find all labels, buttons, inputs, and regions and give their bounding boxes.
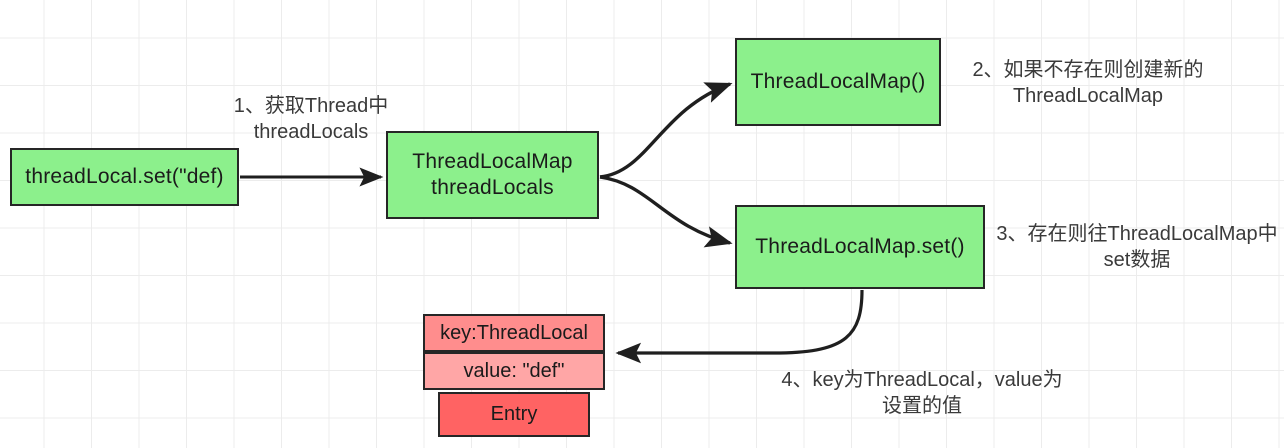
note-step-1: 1、获取Thread中 threadLocals [233,95,389,143]
note-step-2: 2、如果不存在则创建新的 ThreadLocalMap [972,59,1204,107]
node-threadlocals-line1: ThreadLocalMap [412,149,573,173]
node-map-set-label: ThreadLocalMap.set() [755,234,965,258]
note-step-3: 3、存在则往ThreadLocalMap中 set数据 [996,223,1278,271]
node-threadlocals-line2: threadLocals [431,176,554,199]
entry-key-cell[interactable]: key:ThreadLocal [423,314,605,352]
entry-value-label: value: "def" [463,359,565,382]
node-threadlocalmap-set[interactable]: ThreadLocalMap.set() [735,205,985,289]
entry-label: Entry [490,403,538,425]
node-map-ctor-label: ThreadLocalMap() [750,69,926,93]
edge-threadlocals-to-map-set [599,175,733,248]
note-step-4: 4、key为ThreadLocal，value为 设置的值 [781,369,1063,417]
entry-label-cell[interactable]: Entry [438,392,590,437]
entry-value-cell[interactable]: value: "def" [423,352,605,390]
edge-map-set-to-entry [615,289,864,364]
entry-key-label: key:ThreadLocal [440,321,588,344]
edge-threadlocals-to-map-ctor [599,82,733,179]
node-threadlocal-set-label: threadLocal.set("def) [25,164,224,188]
node-threadlocal-set[interactable]: threadLocal.set("def) [10,148,239,206]
node-threadlocalmap-threadlocals[interactable]: ThreadLocalMap threadLocals [386,131,599,219]
node-threadlocalmap-constructor[interactable]: ThreadLocalMap() [735,38,941,126]
